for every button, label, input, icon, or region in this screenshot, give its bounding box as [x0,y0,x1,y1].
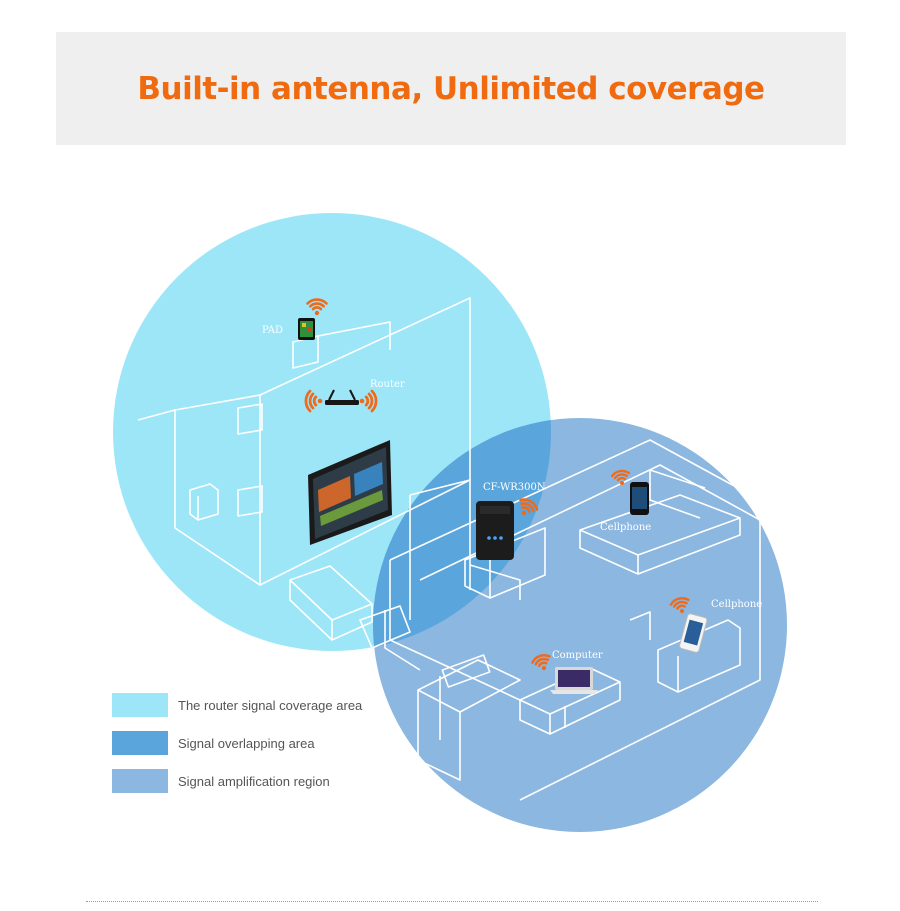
legend-swatch-overlap-area [112,731,168,755]
wifi-icon [359,389,378,413]
legend-item-overlap-area: Signal overlapping area [112,731,315,755]
label-cellphone-2: Cellphone [711,599,762,610]
legend-label-amplification-area: Signal amplification region [178,773,330,789]
wifi-signal-icons [304,298,690,671]
router-device [325,389,359,405]
page-title: Built-in antenna, Unlimited coverage [137,70,765,107]
computer-device [550,667,598,694]
tv-device [308,440,392,545]
legend-item-amplification-area: Signal amplification region [112,769,330,793]
cellphone-device-1 [630,482,649,515]
legend-item-router-area: The router signal coverage area [112,693,362,717]
label-extender: CF-WR300N [483,482,546,493]
pad-device [298,318,315,340]
legend-swatch-amplification-area [112,769,168,793]
legend-label-overlap-area: Signal overlapping area [178,735,315,751]
wifi-icon [610,469,631,485]
title-banner: Built-in antenna, Unlimited coverage [56,32,846,145]
wifi-icon [519,498,539,516]
wifi-icon [669,597,690,614]
footer-divider [86,901,818,902]
wifi-icon [531,654,551,671]
label-pad: PAD [262,325,283,336]
legend-swatch-router-area [112,693,168,717]
label-computer: Computer [552,650,603,661]
legend-label-router-area: The router signal coverage area [178,697,363,713]
cellphone-device-2 [679,613,708,653]
label-cellphone-1: Cellphone [600,522,651,533]
extender-device [476,501,514,560]
wifi-icon [306,298,328,316]
label-router: Router [370,379,405,390]
wifi-icon [304,389,323,413]
